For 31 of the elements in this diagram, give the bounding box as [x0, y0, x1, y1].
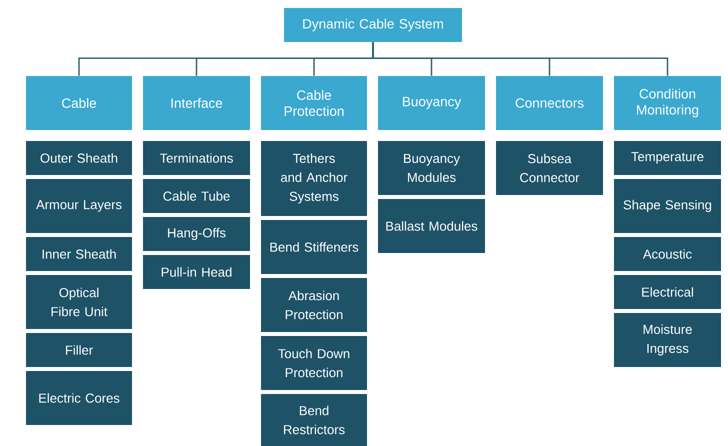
item-box: Filler — [26, 332, 132, 367]
item-box: Bend Restrictors — [261, 394, 367, 446]
item-box: Moisture Ingress — [614, 312, 721, 367]
item-box: Shape Sensing — [614, 179, 721, 233]
title-box: Dynamic Cable System — [284, 8, 462, 42]
item-box: Acoustic — [614, 237, 721, 271]
item-box: Electrical — [614, 274, 721, 309]
item-box: Pull-in Head — [143, 255, 250, 289]
item-box: Tethers and Anchor Systems — [261, 141, 367, 216]
item-box: Buoyancy Modules — [378, 141, 485, 195]
category-box: Cable Protection — [261, 76, 367, 130]
item-box: Inner Sheath — [26, 237, 132, 271]
item-box: Optical Fibre Unit — [26, 274, 132, 329]
item-box: Bend Stiffeners — [261, 220, 367, 274]
item-box: Terminations — [143, 141, 250, 175]
item-box: Hang-Offs — [143, 217, 250, 251]
item-box: Cable Tube — [143, 179, 250, 213]
item-box: Subsea Connector — [496, 141, 603, 195]
item-box: Touch Down Protection — [261, 336, 367, 390]
connector-line — [372, 42, 668, 76]
item-box: Ballast Modules — [378, 199, 485, 253]
item-box: Outer Sheath — [26, 141, 132, 175]
category-box: Condition Monitoring — [614, 76, 721, 130]
item-box: Temperature — [614, 141, 721, 175]
category-box: Interface — [143, 76, 250, 130]
category-box: Buoyancy — [378, 76, 485, 130]
item-box: Armour Layers — [26, 179, 132, 233]
item-box: Abrasion Protection — [261, 278, 367, 332]
category-box: Connectors — [496, 76, 603, 130]
category-box: Cable — [26, 76, 132, 130]
item-box: Electric Cores — [26, 370, 132, 425]
